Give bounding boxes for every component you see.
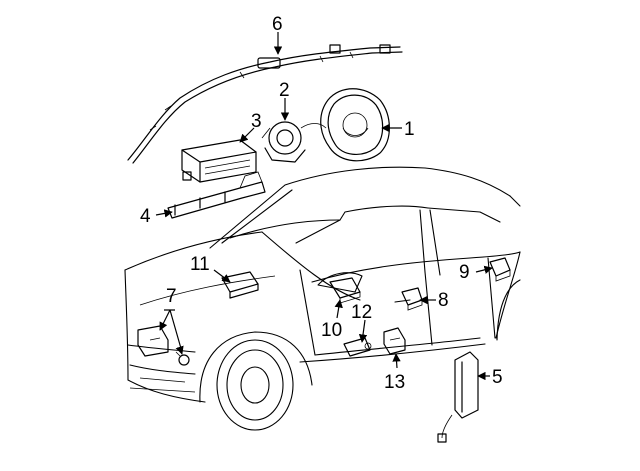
callout-4: 4: [140, 206, 151, 227]
side-sensor-part-8: [401, 287, 423, 311]
knee-airbag-part-4: [167, 171, 266, 219]
callout-2: 2: [279, 80, 290, 101]
callout-11: 11: [190, 254, 210, 275]
leader-4: [155, 209, 173, 218]
callout-7: 7: [166, 286, 177, 307]
leader-12: [358, 319, 368, 343]
sensor-part-12: [343, 337, 372, 357]
leader-11: [213, 269, 231, 283]
callout-9: 9: [459, 262, 470, 283]
leader-9: [475, 265, 493, 274]
callout-8: 8: [438, 290, 449, 311]
callout-13: 13: [384, 372, 405, 393]
leader-3: [239, 127, 255, 143]
callout-1: 1: [404, 119, 415, 140]
curtain-airbag-part-6: [127, 44, 403, 164]
front-sensor-part-7: [137, 325, 190, 366]
callout-3: 3: [251, 111, 262, 132]
sensor-bracket-part-13: [383, 327, 406, 355]
leader-10: [334, 299, 343, 319]
callout-12: 12: [351, 302, 372, 323]
seat-airbag-part-5: [437, 351, 479, 443]
callout-10: 10: [321, 320, 342, 341]
sensor-module-part-11: [221, 271, 259, 299]
callout-5: 5: [492, 367, 503, 388]
leader-lines: [155, 32, 493, 381]
rear-sensor-part-9: [489, 257, 511, 282]
callout-labels: 6 1 2 3 4 11 7 10 12 13 8 9 5: [140, 14, 503, 393]
callout-6: 6: [272, 14, 283, 35]
leader-13: [392, 353, 401, 369]
vehicle-outline: [124, 166, 521, 431]
clock-spring-part-2: [261, 121, 327, 163]
driver-airbag-part-1: [320, 88, 390, 162]
